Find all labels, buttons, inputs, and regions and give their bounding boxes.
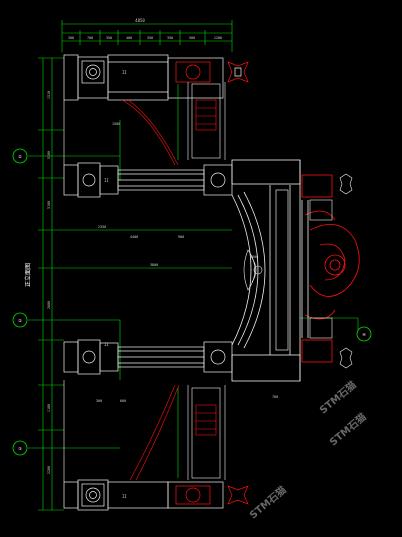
drawing-title: 正立面图 <box>24 263 32 287</box>
top-dimension-chain <box>61 20 233 52</box>
top-dim-8: 1200 <box>214 36 222 40</box>
grid-tag-2: ② <box>12 312 28 328</box>
top-dim-total: 4850 <box>135 18 145 23</box>
top-pier <box>63 54 249 101</box>
upper-main-column <box>63 162 233 198</box>
side-dim-6: 2200 <box>47 466 51 474</box>
upper-wing-fence <box>63 82 226 166</box>
top-dim-1: 300 <box>68 36 74 40</box>
top-dim-5: 350 <box>147 36 153 40</box>
mid-dim-3: 3800 <box>150 263 158 267</box>
grid-tag-1: ① <box>12 148 28 164</box>
mid-dim-5: 900 <box>178 235 184 239</box>
grid-tag-4: ④ <box>356 326 372 342</box>
grid-tag-3: ③ <box>12 440 28 456</box>
svg-text:①: ① <box>18 154 22 159</box>
side-dim-3: 3100 <box>47 201 51 209</box>
side-dim-4: 2600 <box>47 301 51 309</box>
top-dim-4: 400 <box>126 36 132 40</box>
left-dimension-chain <box>38 57 232 511</box>
bottom-pier-label: II <box>122 494 127 499</box>
mid-dim-1: 1500 <box>112 122 120 126</box>
top-dim-3: 350 <box>106 36 112 40</box>
top-dim-2: 700 <box>87 36 93 40</box>
arch-keystone-ornament <box>243 249 263 291</box>
lower-column-label: II <box>104 342 109 347</box>
lower-wing-fence <box>63 380 226 482</box>
mid-dim-6: 700 <box>272 395 278 399</box>
side-dim-2: 5200 <box>47 151 51 159</box>
top-dim-6: 350 <box>167 36 173 40</box>
central-arch <box>231 159 301 382</box>
svg-text:③: ③ <box>18 446 22 451</box>
top-dim-7: 500 <box>189 36 195 40</box>
crown-finials <box>309 173 353 369</box>
top-pier-label: II <box>122 70 127 75</box>
svg-text:④: ④ <box>362 332 366 337</box>
crown-ornament <box>301 174 360 363</box>
mid-dim-4: 4400 <box>130 235 138 239</box>
mid-dim-9: 1600 <box>250 255 258 259</box>
side-dim-5: 1100 <box>47 404 51 412</box>
side-dim-1: 1510 <box>47 91 51 99</box>
bottom-pier <box>63 479 249 511</box>
upper-column-label: II <box>104 178 109 183</box>
svg-text:②: ② <box>18 318 22 323</box>
mid-dim-8: 600 <box>120 399 126 403</box>
mid-dim-2: 2350 <box>98 225 106 229</box>
mid-dim-7: 300 <box>96 399 102 403</box>
